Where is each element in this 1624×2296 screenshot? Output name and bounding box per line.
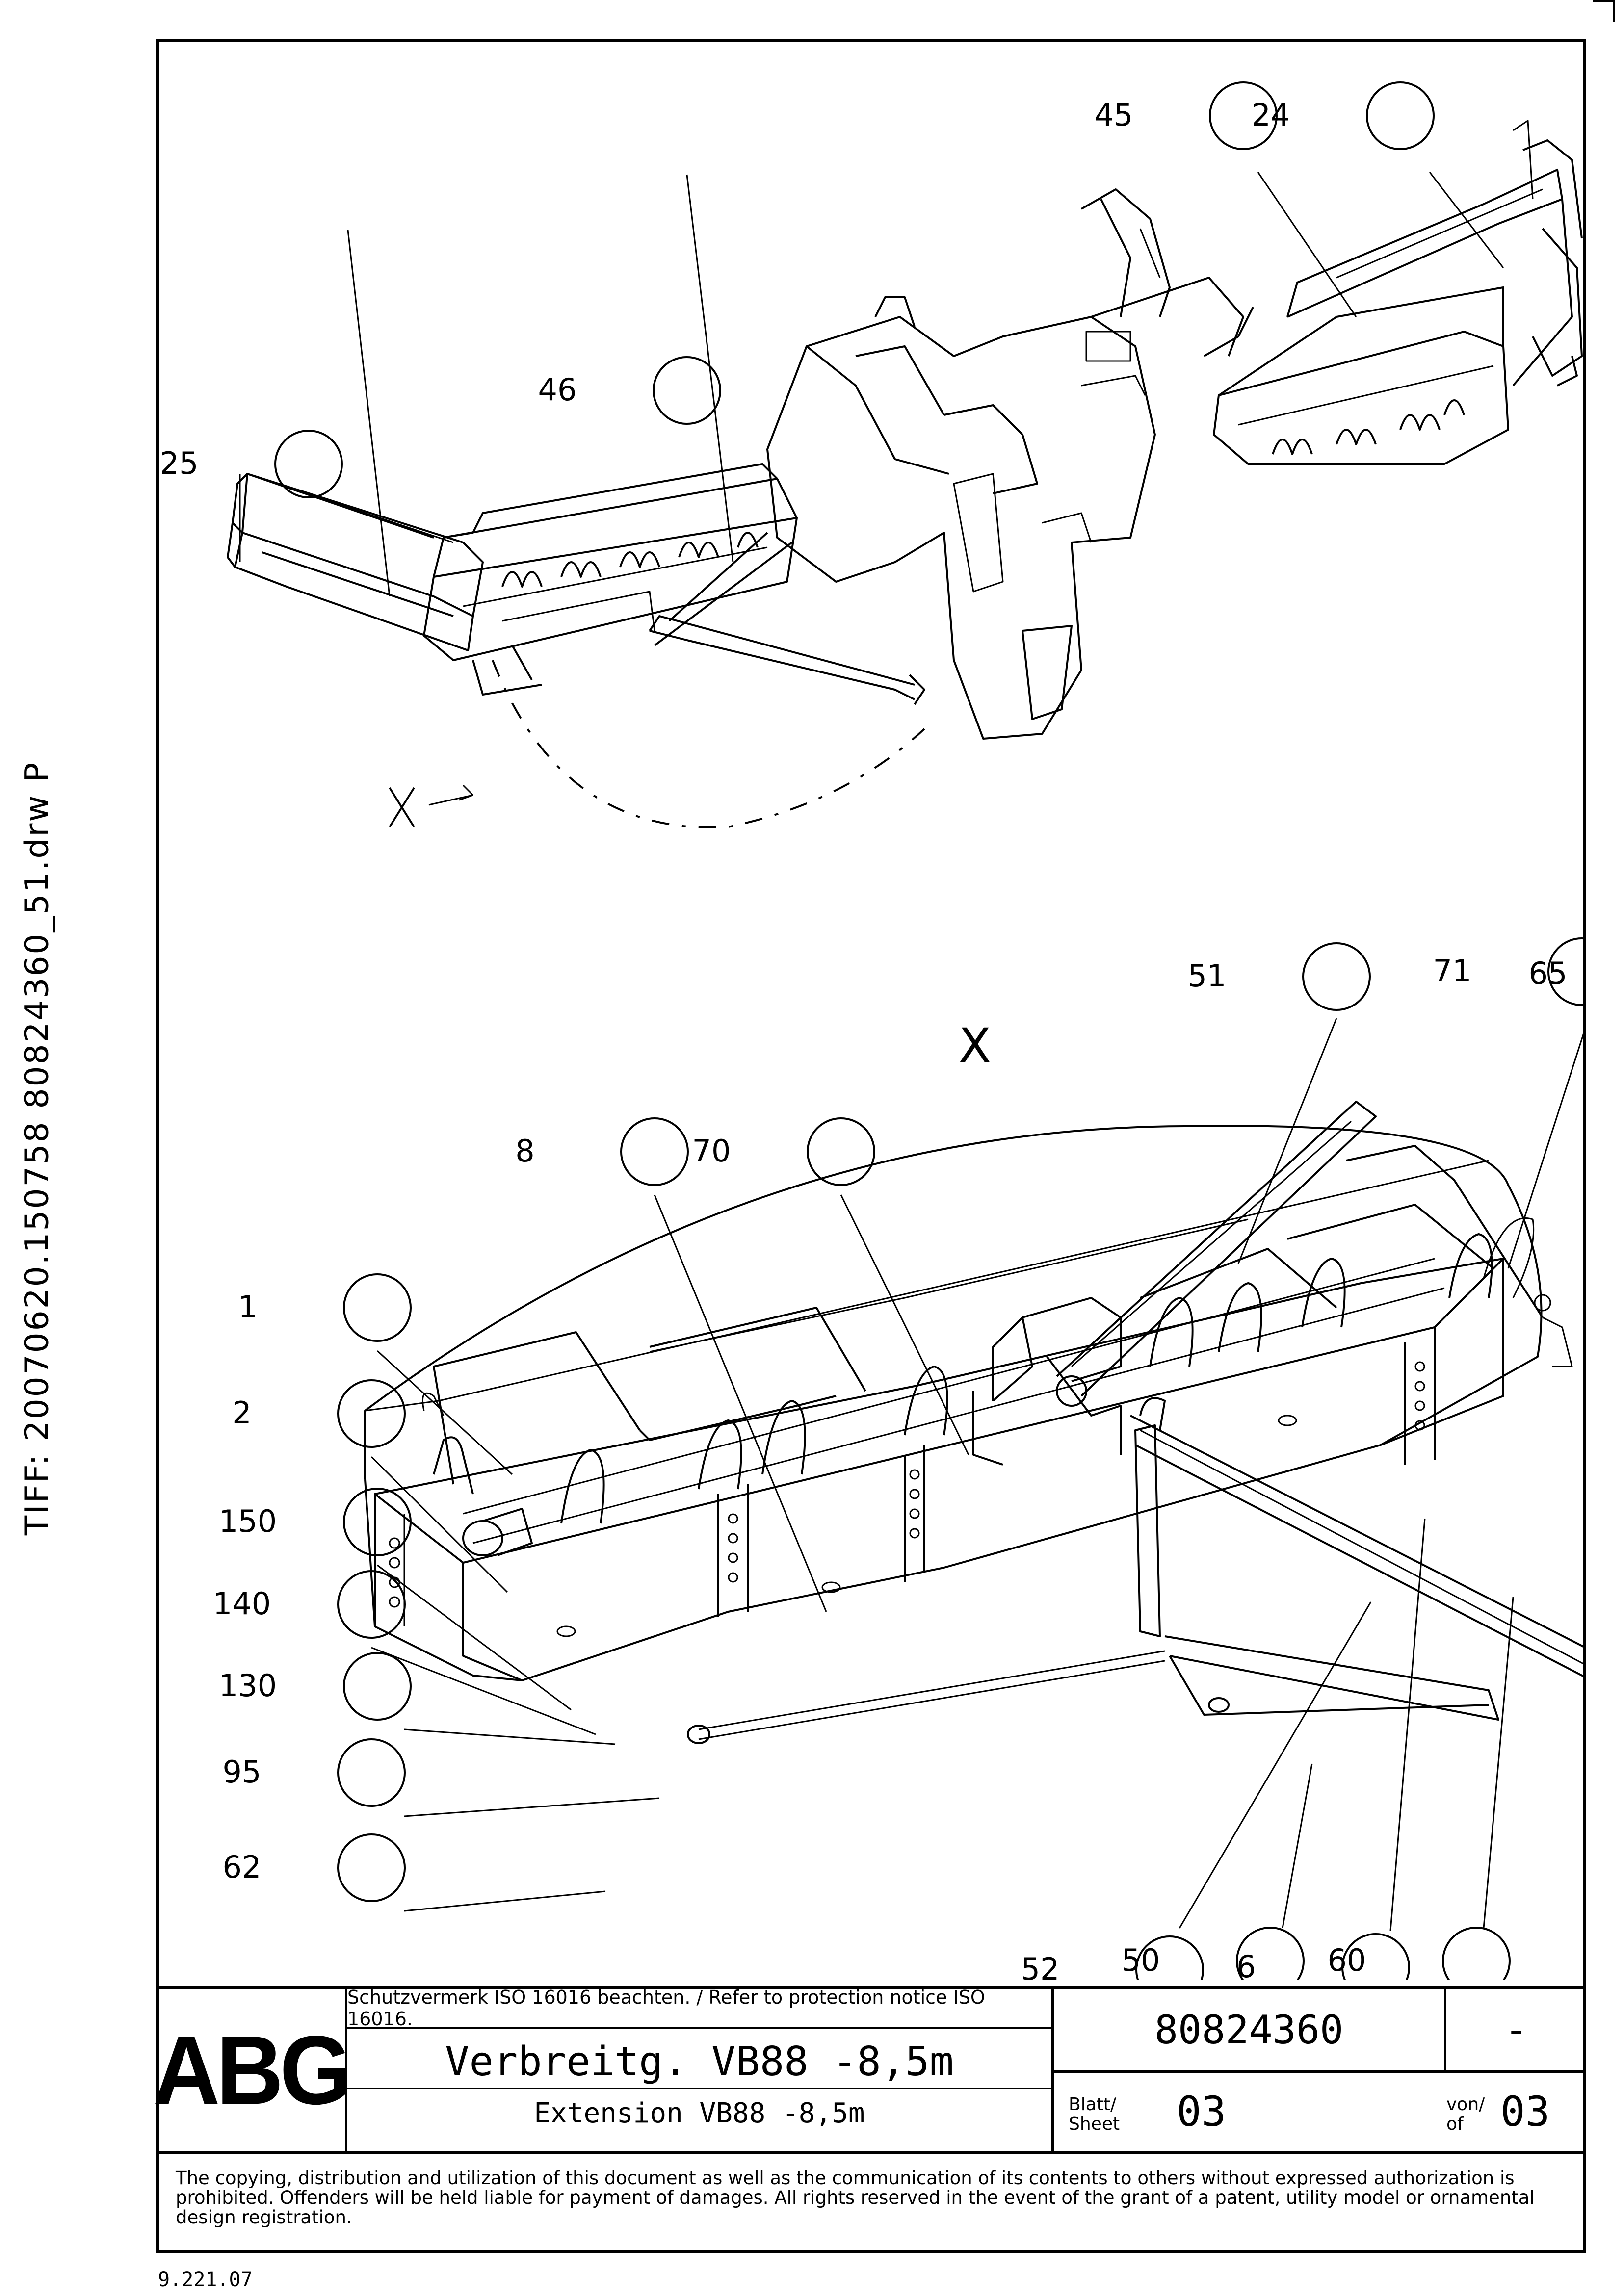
title-cell: Verbreitg. VB88 -8,5m Extension VB88 -8,… — [347, 2029, 1054, 2151]
callout-150: 150 — [218, 1503, 277, 1539]
callout-50: 50 — [1121, 1942, 1160, 1978]
of-label-en: of — [1446, 2114, 1464, 2134]
revision: - — [1446, 1989, 1586, 2073]
sheet-label-de: Blatt/ — [1069, 2094, 1117, 2115]
callout-51: 51 — [1187, 958, 1227, 994]
callout-65: 65 — [1528, 955, 1568, 991]
drawing-frame — [156, 39, 1586, 2253]
title-divider — [347, 2088, 1051, 2089]
file-info-text: TIFF: 20070620.150758 80824360_51.drw P — [18, 761, 56, 1535]
technical-drawing — [227, 81, 1583, 1980]
callout-70: 70 — [692, 1133, 731, 1169]
sheet-label-en: Sheet — [1069, 2114, 1120, 2134]
corner-mark — [1593, 0, 1615, 22]
callout-6: 6 — [1236, 1949, 1256, 1985]
view-title-x: X — [959, 1018, 991, 1073]
callout-140: 140 — [212, 1586, 271, 1622]
sheet-number: 03 — [1177, 2088, 1227, 2136]
logo-cell: ABG — [153, 1989, 352, 2151]
callout-130: 130 — [218, 1668, 277, 1703]
detail-view-x — [364, 1101, 1583, 1744]
copyright-notice: The copying, distribution and utilizatio… — [156, 2151, 1586, 2256]
title-block: ABG Schutzvermerk ISO 16016 beachten. / … — [153, 1986, 1586, 2256]
file-info-vertical: TIFF: 20070620.150758 80824360_51.drw P — [0, 0, 74, 2296]
sheet-info: Blatt/ Sheet 03 von/ of 03 — [1054, 2073, 1586, 2151]
protection-notice: Schutzvermerk ISO 16016 beachten. / Refe… — [347, 1986, 1054, 2030]
callout-62: 62 — [222, 1849, 262, 1885]
callout-8: 8 — [515, 1133, 535, 1169]
callout-25: 25 — [159, 445, 199, 481]
of-label: von/ of — [1446, 2095, 1485, 2134]
callout-46: 46 — [538, 372, 577, 408]
callout-1: 1 — [238, 1289, 258, 1325]
abg-logo: ABG — [153, 2015, 352, 2125]
callout-24: 24 — [1251, 97, 1290, 133]
footer-code: 9.221.07 — [158, 2269, 253, 2291]
drawing-title-de: Verbreitg. VB88 -8,5m — [445, 2038, 954, 2085]
screed-assembly-top — [227, 120, 1583, 828]
document-number: 80824360 — [1054, 1989, 1446, 2073]
callout-52: 52 — [1021, 1951, 1060, 1987]
of-label-de: von/ — [1446, 2094, 1485, 2115]
drawing-title-en: Extension VB88 -8,5m — [534, 2097, 865, 2129]
callout-2: 2 — [232, 1395, 252, 1431]
sheet-label: Blatt/ Sheet — [1069, 2095, 1120, 2134]
sheet-total: 03 — [1500, 2088, 1550, 2136]
callout-95: 95 — [222, 1754, 262, 1790]
callout-45: 45 — [1094, 97, 1133, 133]
callout-60: 60 — [1327, 1942, 1366, 1978]
callouts-top-layer: 45 24 46 25 X X 51 71 65 8 70 1 2 150 14… — [159, 42, 1583, 1987]
callout-71: 71 — [1433, 953, 1472, 989]
